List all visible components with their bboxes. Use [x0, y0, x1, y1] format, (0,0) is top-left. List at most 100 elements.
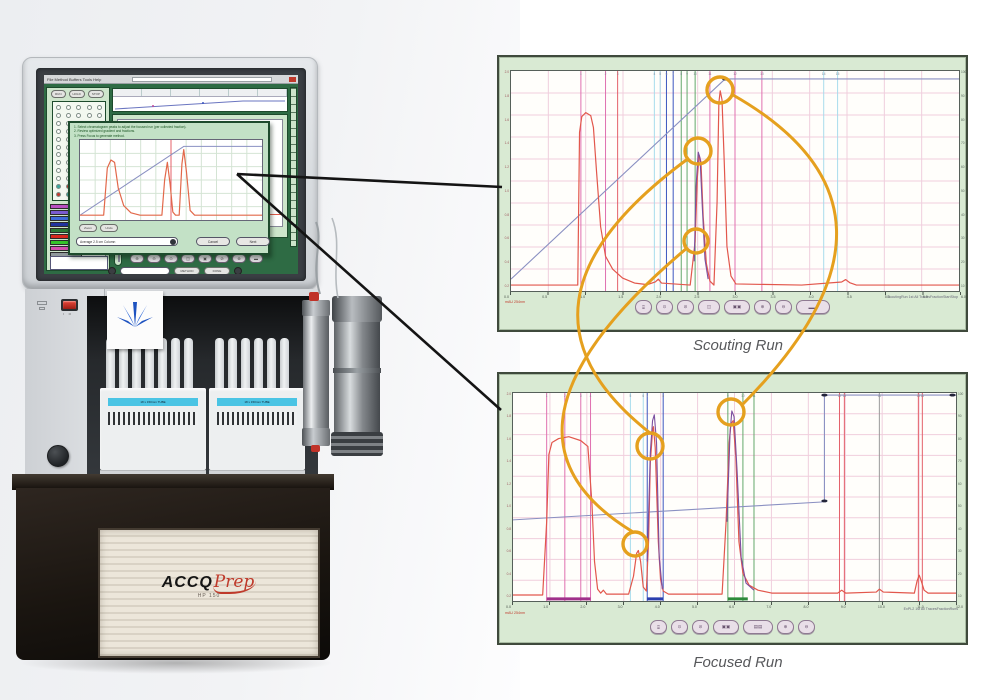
y-tick-label: 20 — [958, 571, 962, 576]
dropdown-button-icon[interactable] — [170, 239, 176, 245]
well[interactable] — [97, 112, 103, 118]
x-tick-label: 5.0 — [884, 295, 890, 299]
well[interactable] — [55, 184, 61, 190]
screen-tool-button[interactable]: ▣ — [198, 254, 212, 263]
chart-tool-button[interactable]: ⌹ — [635, 300, 652, 314]
well[interactable] — [55, 128, 61, 134]
screen-top-button[interactable]: STOP — [87, 90, 104, 98]
screen-tool-button[interactable]: ⊙ — [164, 254, 178, 263]
chart-tool-button[interactable]: ▣▣ — [724, 300, 750, 314]
screen-text-field[interactable] — [120, 267, 170, 274]
well[interactable] — [66, 112, 72, 118]
x-tick-label: 4.0 — [654, 605, 660, 609]
screen-bottom-row: METHOD DONE — [108, 267, 242, 274]
menubar-items[interactable]: File Method Buffers Tools Help — [47, 77, 102, 82]
fraction-number-label: 5 — [629, 394, 632, 398]
well[interactable] — [55, 160, 61, 166]
well[interactable] — [86, 112, 92, 118]
chart-tool-button[interactable]: ⊘ — [677, 300, 694, 314]
well[interactable] — [76, 112, 82, 118]
tube-rack: 18 x 150mm TUBE — [209, 336, 305, 480]
x-tick-label: 6.0 — [960, 295, 966, 299]
well[interactable] — [55, 192, 61, 198]
chart-tool-button[interactable]: ⊙ — [671, 620, 688, 634]
focus-dialog: 1. Select chromatogram peaks to adjust t… — [68, 121, 270, 255]
y-tick-label: 1.8 — [504, 93, 509, 98]
well[interactable] — [55, 176, 61, 182]
x-tick-label: 12.0 — [955, 605, 963, 609]
teledyne-logo-card — [107, 291, 163, 349]
y-tick-label: 50 — [961, 188, 965, 193]
chart-tool-button[interactable]: ⊕ — [754, 300, 771, 314]
well[interactable] — [55, 152, 61, 158]
screen-tool-button[interactable]: ⊕ — [130, 254, 144, 263]
done-button[interactable]: DONE — [204, 267, 230, 274]
screen-tool-button[interactable]: ▬ — [249, 254, 263, 263]
y-tick-label: 1.8 — [506, 414, 511, 419]
chart-tool-button[interactable]: ▣▣ — [713, 620, 739, 634]
power-switch[interactable] — [61, 299, 78, 311]
usb-icon — [37, 301, 49, 311]
chart-tool-button[interactable]: ⊕ — [777, 620, 794, 634]
record-button[interactable] — [108, 267, 116, 274]
chart-tool-button[interactable]: ▬▬ — [796, 300, 830, 314]
y-tick-label: 1.6 — [506, 436, 511, 441]
dialog-chromatogram[interactable] — [79, 139, 263, 221]
fraction-number-label: 12 — [733, 72, 737, 76]
teledyne-logo-icon — [117, 302, 153, 327]
well[interactable] — [97, 104, 103, 110]
method-button[interactable]: METHOD — [174, 267, 200, 274]
screen-tool-button[interactable]: ⊖ — [147, 254, 161, 263]
dialog-cancel-button[interactable]: Cancel — [196, 237, 230, 246]
chart-tool-button[interactable]: ⊖ — [775, 300, 792, 314]
screen-menubar[interactable]: File Method Buffers Tools Help — [44, 75, 298, 84]
well[interactable] — [55, 136, 61, 142]
well[interactable] — [55, 112, 61, 118]
screen-tool-button[interactable]: ⊘ — [215, 254, 229, 263]
fraction-number-label: 16 — [920, 394, 925, 398]
y-tick-label: 0.2 — [504, 283, 509, 288]
dialog-dropdown[interactable]: Average 2.5 cm Column — [76, 237, 178, 246]
close-icon[interactable] — [289, 77, 296, 82]
y-tick-label: 2.0 — [504, 70, 509, 74]
gradient-timeline-strip[interactable] — [112, 88, 288, 112]
x-tick-label: 3.0 — [732, 295, 738, 299]
well[interactable] — [55, 168, 61, 174]
well[interactable] — [66, 104, 72, 110]
chart-tool-button[interactable]: ▤▤ — [743, 620, 773, 634]
dialog-tool-button[interactable]: Zoom — [79, 224, 97, 232]
well[interactable] — [55, 144, 61, 150]
fraction-number-label: 6 — [665, 72, 668, 76]
x-tick-label: 10.0 — [877, 605, 885, 609]
menubar-field[interactable] — [132, 77, 272, 82]
help-button[interactable] — [234, 267, 242, 274]
control-knob[interactable] — [47, 445, 69, 467]
focused-toolbar: ⌹ ⊙ ⊘ ▣▣ ▤▤ ⊕ ⊖ — [499, 620, 966, 634]
x-tick-label: 3.0 — [617, 605, 623, 609]
dialog-tool-button[interactable]: Undo — [100, 224, 118, 232]
chart-tool-button[interactable]: ⌹ — [650, 620, 667, 634]
x-tick-label: 3.5 — [770, 295, 776, 299]
screen-top-button[interactable]: HOLD — [68, 90, 85, 98]
screen-tool-button[interactable]: ⊗ — [232, 254, 246, 263]
well[interactable] — [55, 120, 61, 126]
screen-tool-button[interactable]: ◫ — [181, 254, 195, 263]
y-tick-label: 80 — [958, 436, 962, 441]
fraction-number-label: 7 — [646, 394, 649, 398]
chart-tool-button[interactable]: ⊖ — [798, 620, 815, 634]
y-tick-label: 1.4 — [504, 141, 509, 146]
y-tick-label: 40 — [958, 526, 962, 531]
well[interactable] — [86, 104, 92, 110]
hplc-column-large — [331, 296, 383, 456]
power-rocker[interactable] — [63, 301, 76, 309]
screen-top-button[interactable]: RUN — [51, 90, 66, 98]
dialog-next-button[interactable]: Next — [236, 237, 270, 246]
x-tick-label: 6.0 — [729, 605, 735, 609]
well[interactable] — [55, 104, 61, 110]
chart-tool-button[interactable]: ⊙ — [656, 300, 673, 314]
chart-tool-button[interactable]: ◫ — [698, 300, 720, 314]
chart-tool-button[interactable]: ⊘ — [692, 620, 709, 634]
well[interactable] — [76, 104, 82, 110]
